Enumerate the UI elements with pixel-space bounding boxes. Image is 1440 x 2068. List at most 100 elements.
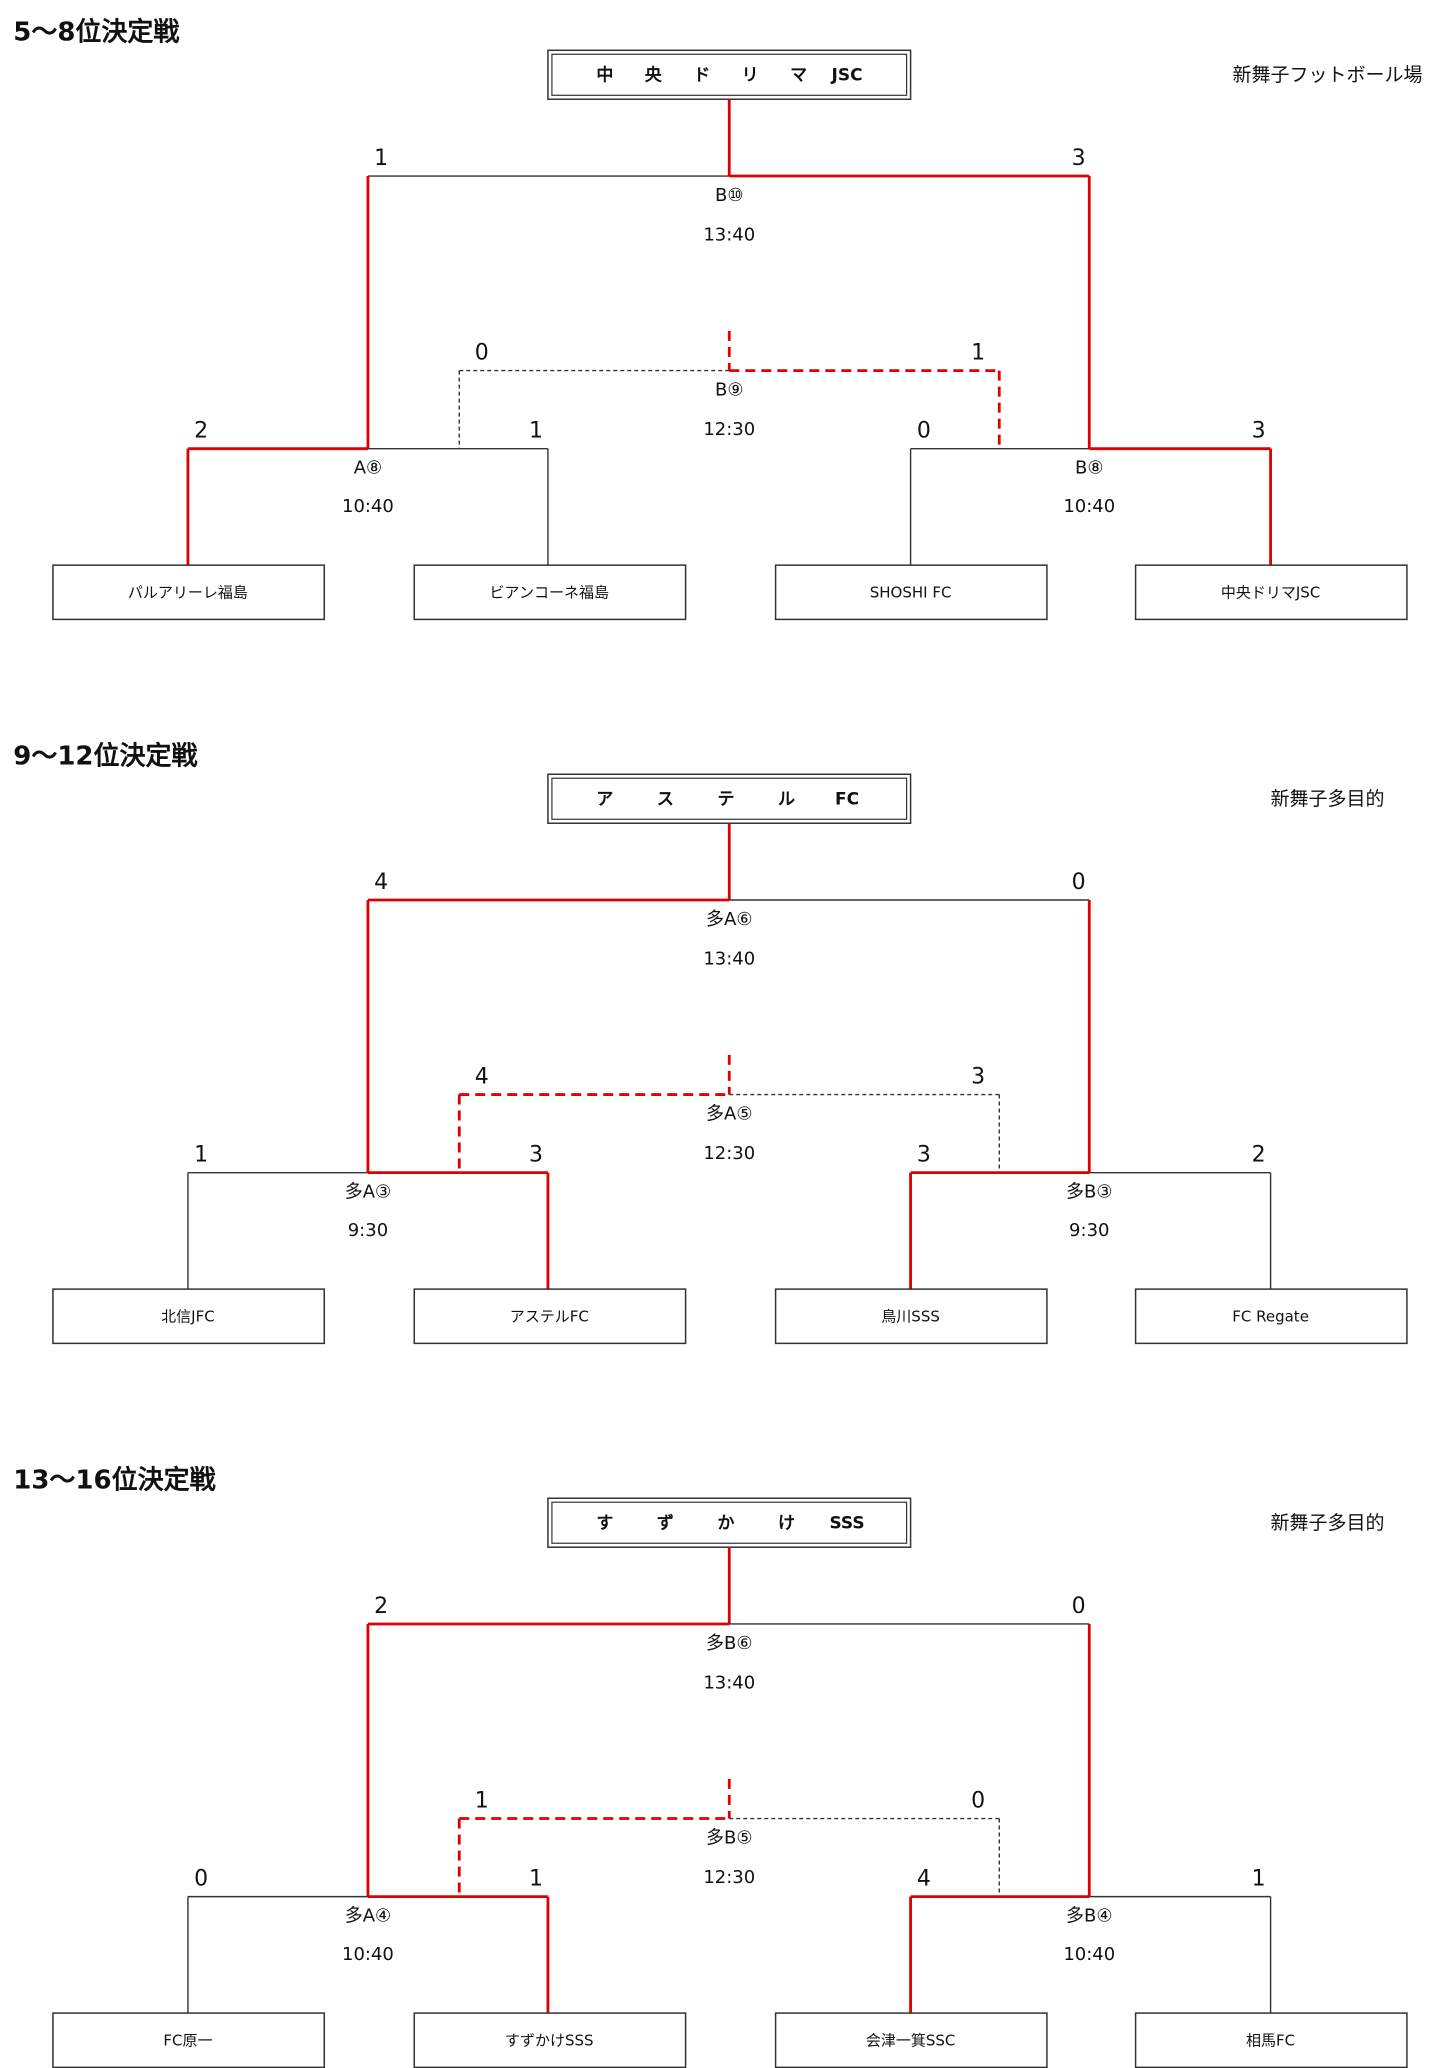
team-box: SHOSHI FC [774,564,1048,621]
team-box: アステルFC [413,1288,687,1345]
final-match-label: B⑩ [715,185,744,206]
round1-score-left: 0 [194,1866,208,1891]
section-title: 13～16位決定戦 [13,1465,215,1496]
champion-name-char: す [596,1513,613,1533]
third-match-time: 12:30 [703,419,755,440]
champion-name-char: ス [657,789,674,809]
round1-match-time: 10:40 [1063,496,1115,517]
team-box: 鳥川SSS [774,1288,1048,1345]
third-score-right: 1 [971,340,985,365]
champion-name-char: SSS [829,1513,864,1533]
third-match-time: 12:30 [703,1143,755,1164]
round1-score-left: 0 [917,418,931,443]
final-match-time: 13:40 [703,949,755,970]
round1-match-label: A⑧ [354,458,382,479]
round1-match-time: 10:40 [1063,1944,1115,1965]
round1-score-right: 3 [1252,418,1266,443]
third-match-label: 多A⑤ [706,1103,752,1124]
third-score-right: 0 [971,1788,985,1813]
champion-name-char: か [717,1513,734,1533]
round1-match-label: 多A④ [345,1905,391,1926]
round1-match-label: 多A③ [345,1182,391,1203]
section-title: 9～12位決定戦 [13,741,197,772]
champion-box: ア ス テ ル FC [547,773,912,824]
venue-label: 新舞子多目的 [1270,788,1384,810]
team-name: 中央ドリマJSC [1221,583,1320,601]
third-match-label: 多B⑤ [706,1827,753,1848]
champion-name-char: FC [835,789,859,809]
round1-match-label: 多B④ [1066,1905,1113,1926]
round1-match-time: 9:30 [1069,1220,1109,1241]
team-name: 相馬FC [1246,2031,1295,2049]
team-name: 会津一箕SSC [866,2031,956,2049]
third-score-left: 1 [475,1788,489,1813]
team-box: すずかけSSS [413,2012,687,2068]
team-name: 鳥川SSS [881,1307,940,1325]
final-score-right: 0 [1072,1594,1086,1619]
round1-match-time: 10:40 [342,1944,394,1965]
champion-name-char: マ [790,65,807,85]
team-name: すずかけSSS [505,2031,594,2049]
final-match-time: 13:40 [703,225,755,246]
round1-match-label: B⑧ [1075,458,1104,479]
round1-score-left: 3 [917,1142,931,1167]
third-match-time: 12:30 [703,1867,755,1888]
third-score-left: 0 [475,340,489,365]
round1-score-left: 2 [194,418,208,443]
round1-score-right: 1 [529,1866,543,1891]
final-match-time: 13:40 [703,1673,755,1694]
round1-score-left: 4 [917,1866,931,1891]
champion-name-char: ず [657,1513,674,1533]
team-name: FC Regate [1232,1307,1309,1325]
round1-match-label: 多B③ [1066,1182,1113,1203]
venue-label: 新舞子多目的 [1270,1512,1384,1534]
champion-box: 中 央 ド リ マ JSC [547,49,912,101]
team-name: ビアンコーネ福島 [490,583,609,601]
round1-match-time: 9:30 [348,1220,388,1241]
team-name: アステルFC [510,1307,589,1325]
third-score-right: 3 [971,1064,985,1089]
champion-name-char: 中 [596,64,613,85]
team-name: パルアリーレ福島 [128,583,248,601]
final-match-label: 多A⑥ [706,909,752,930]
team-box: ビアンコーネ福島 [413,564,687,621]
round1-score-right: 1 [1252,1866,1266,1891]
team-name: FC原一 [163,2031,212,2049]
champion-name-char: JSC [831,65,863,85]
round1-score-right: 1 [529,418,543,443]
section-title: 5～8位決定戦 [13,17,179,48]
team-box: 北信JFC [52,1288,326,1345]
champion-name-char: テ [717,789,734,809]
round1-score-right: 2 [1252,1142,1266,1167]
final-score-right: 0 [1072,870,1086,895]
third-match-label: B⑨ [715,379,744,400]
venue-label: 新舞子フットボール場 [1232,64,1422,86]
round1-score-right: 3 [529,1142,543,1167]
final-match-label: 多B⑥ [706,1633,753,1654]
third-score-left: 4 [475,1064,489,1089]
champion-name-char: 央 [645,64,663,85]
round1-match-time: 10:40 [342,496,394,517]
champion-name-char: け [778,1513,795,1533]
team-box: FC Regate [1134,1288,1408,1345]
final-score-left: 1 [374,146,388,171]
team-box: 中央ドリマJSC [1134,564,1408,621]
team-name: 北信JFC [161,1307,215,1325]
team-box: 会津一箕SSC [774,2012,1048,2068]
final-score-left: 2 [374,1594,388,1619]
champion-name-char: リ [742,65,759,85]
champion-name-char: ル [778,789,795,809]
final-score-right: 3 [1072,146,1086,171]
team-box: FC原一 [52,2012,326,2068]
final-score-left: 4 [374,870,388,895]
champion-name-char: ド [693,65,710,85]
champion-box: す ず か け SSS [547,1497,912,1548]
team-box: 相馬FC [1134,2012,1408,2068]
team-name: SHOSHI FC [870,583,952,601]
team-box: パルアリーレ福島 [52,564,326,621]
champion-name-char: ア [596,789,613,809]
